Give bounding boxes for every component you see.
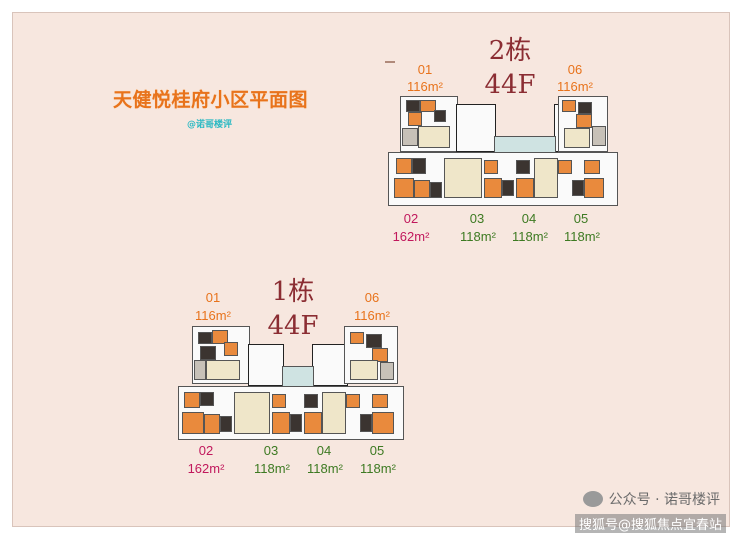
b1-unit-05-area: 118m² bbox=[360, 461, 396, 476]
author-tag: @诺哥楼评 bbox=[187, 120, 233, 130]
b2-unit-05-id: 05 bbox=[573, 211, 589, 226]
b2-unit-04-id: 04 bbox=[521, 211, 537, 226]
b1-unit-03-area: 118m² bbox=[254, 461, 290, 476]
b2-unit-06-id: 06 bbox=[567, 62, 583, 77]
b1-unit-06-area: 116m² bbox=[354, 308, 390, 323]
b1-floor-plan bbox=[176, 326, 404, 440]
b2-unit-02-id: 02 bbox=[403, 211, 419, 226]
b2-unit-06-area: 116m² bbox=[557, 79, 593, 94]
watermark-text: 公众号 · 诺哥楼评 bbox=[608, 492, 720, 508]
b1-unit-01-id: 01 bbox=[205, 290, 221, 305]
b2-unit-02-area: 162m² bbox=[392, 229, 430, 244]
b1-unit-01-area: 116m² bbox=[195, 308, 231, 323]
b1-unit-04-id: 04 bbox=[316, 443, 332, 458]
b1-unit-03-id: 03 bbox=[263, 443, 279, 458]
b2-unit-03-area: 118m² bbox=[460, 229, 496, 244]
floor-plan-sheet: 天健悦桂府小区平面图 @诺哥楼评 bbox=[12, 12, 730, 527]
building-2-name: 2栋 bbox=[488, 36, 532, 66]
divider-mark bbox=[385, 61, 395, 63]
building-1-name: 1栋 bbox=[271, 277, 315, 307]
b2-unit-01-area: 116m² bbox=[407, 79, 443, 94]
watermark-sohu: 搜狐号@搜狐焦点宜春站 bbox=[574, 514, 726, 533]
b2-floor-plan bbox=[388, 96, 618, 206]
b1-unit-04-area: 118m² bbox=[307, 461, 343, 476]
building-1-floors: 44F bbox=[267, 311, 319, 341]
building-2-floors: 44F bbox=[484, 70, 536, 100]
b2-unit-04-area: 118m² bbox=[512, 229, 548, 244]
page-title: 天健悦桂府小区平面图 bbox=[113, 89, 309, 111]
wechat-icon bbox=[582, 491, 603, 507]
b1-unit-05-id: 05 bbox=[369, 443, 385, 458]
b2-unit-03-id: 03 bbox=[469, 211, 485, 226]
b2-unit-05-area: 118m² bbox=[564, 229, 600, 244]
b1-unit-02-area: 162m² bbox=[187, 461, 225, 476]
b2-unit-01-id: 01 bbox=[417, 62, 433, 77]
b1-unit-06-id: 06 bbox=[364, 290, 380, 305]
b1-unit-02-id: 02 bbox=[198, 443, 214, 458]
watermark-wechat: 公众号 · 诺哥楼评 bbox=[582, 489, 720, 509]
